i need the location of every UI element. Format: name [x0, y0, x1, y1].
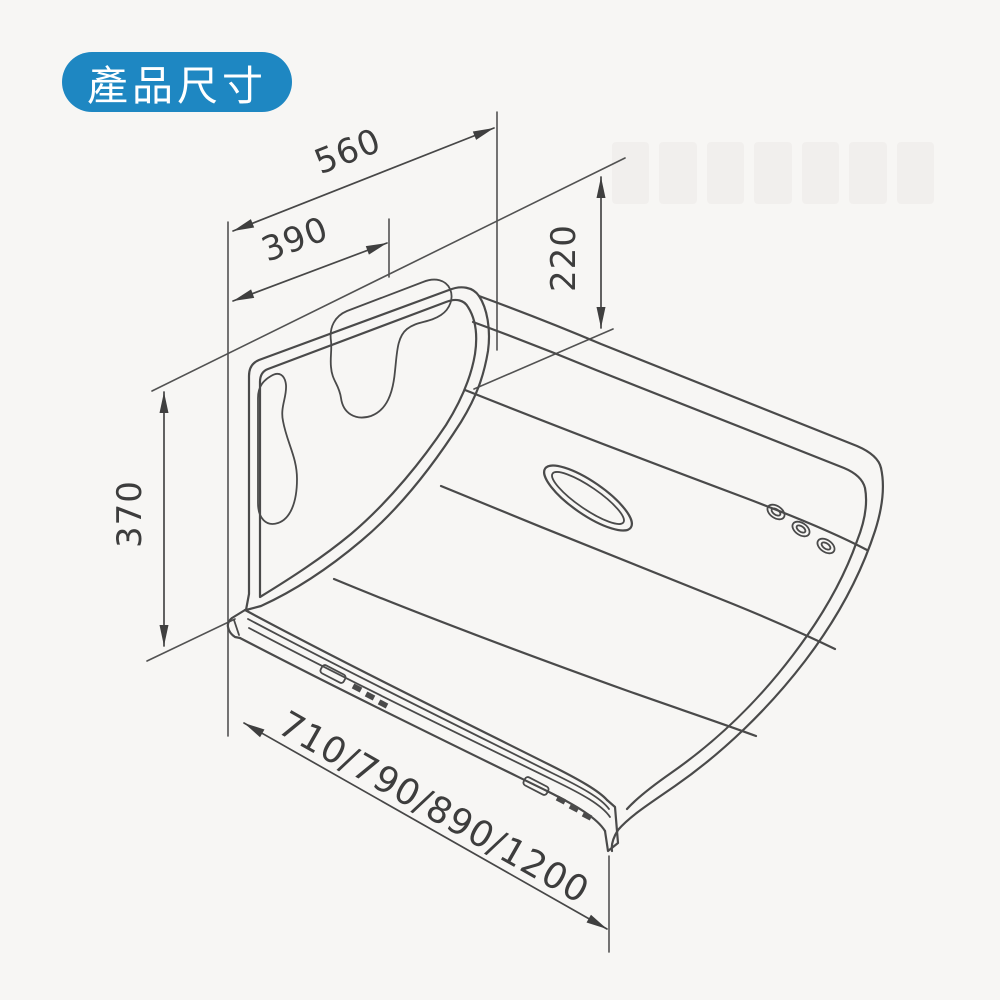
button-3-inner: [820, 541, 832, 551]
hood-outline: [226, 278, 885, 853]
top-surface-seam-lower: [439, 484, 837, 651]
arrowhead: [233, 219, 255, 231]
dim-line-depth-total: [232, 127, 495, 232]
button-1-inner: [770, 507, 782, 517]
faint-watermark: [612, 142, 934, 204]
button-1: [766, 503, 786, 521]
side-panel-outer: [244, 286, 491, 612]
arrowhead: [365, 243, 387, 255]
rail-line-2: [247, 618, 610, 810]
rail-left-tip: [226, 608, 247, 640]
side-panel-inner-rim: [258, 298, 478, 599]
dimension-labels: 560 390 220 370 710/790/890/1200: [110, 121, 596, 913]
side-panel-teardrop-cutout: [257, 372, 298, 525]
dim-line-depth-mount: [232, 242, 388, 302]
dim-line-width-options: [243, 722, 608, 930]
arrowhead: [159, 625, 169, 646]
arrowhead: [244, 723, 265, 738]
rail-line-3: [248, 627, 611, 818]
rail-top-edge: [243, 608, 609, 802]
top-surface-seam-upper: [463, 388, 869, 552]
side-panel-upper-cutout: [329, 278, 453, 419]
bottom-rail: [226, 608, 620, 853]
arrowhead: [472, 128, 494, 140]
right-end-profile-outer: [610, 466, 885, 853]
button-3: [816, 537, 836, 555]
rail-tick: [377, 699, 389, 709]
dim-label-depth-mount: 390: [256, 209, 334, 270]
arrowhead: [233, 289, 255, 301]
rail-right-endcap: [603, 798, 620, 853]
vent-oval-outer: [543, 464, 633, 532]
front-panel-bottom-edge: [332, 577, 758, 738]
rail-tick: [364, 691, 376, 701]
vent-oval-inner: [551, 471, 625, 525]
rail-tick: [351, 683, 363, 693]
rail-slot-left: [319, 664, 347, 684]
side-height-bottom-tick: [146, 618, 236, 662]
rail-tick: [568, 803, 580, 813]
rail-tick: [581, 811, 593, 821]
title-badge-label: 產品尺寸: [87, 62, 267, 110]
rail-tick: [555, 795, 567, 805]
control-buttons: [766, 503, 836, 555]
arrowhead: [586, 914, 607, 929]
rear-height-bottom-tick: [473, 328, 614, 390]
rail-left-tip-inner: [233, 619, 240, 636]
dimension-lines: [159, 127, 608, 930]
rear-edge-inner: [471, 320, 868, 811]
arrowhead: [596, 177, 606, 198]
arrowhead: [596, 307, 606, 328]
title-badge: 產品尺寸: [62, 52, 292, 112]
rear-edge-outer: [477, 294, 883, 470]
dim-label-side-height: 370: [110, 480, 150, 548]
button-2-inner: [795, 524, 807, 534]
arrowhead: [159, 392, 169, 413]
button-2: [791, 520, 811, 538]
dim-label-rear-height: 220: [544, 224, 584, 292]
rail-slot-right: [522, 776, 550, 796]
dim-label-depth-total: 560: [309, 121, 387, 183]
